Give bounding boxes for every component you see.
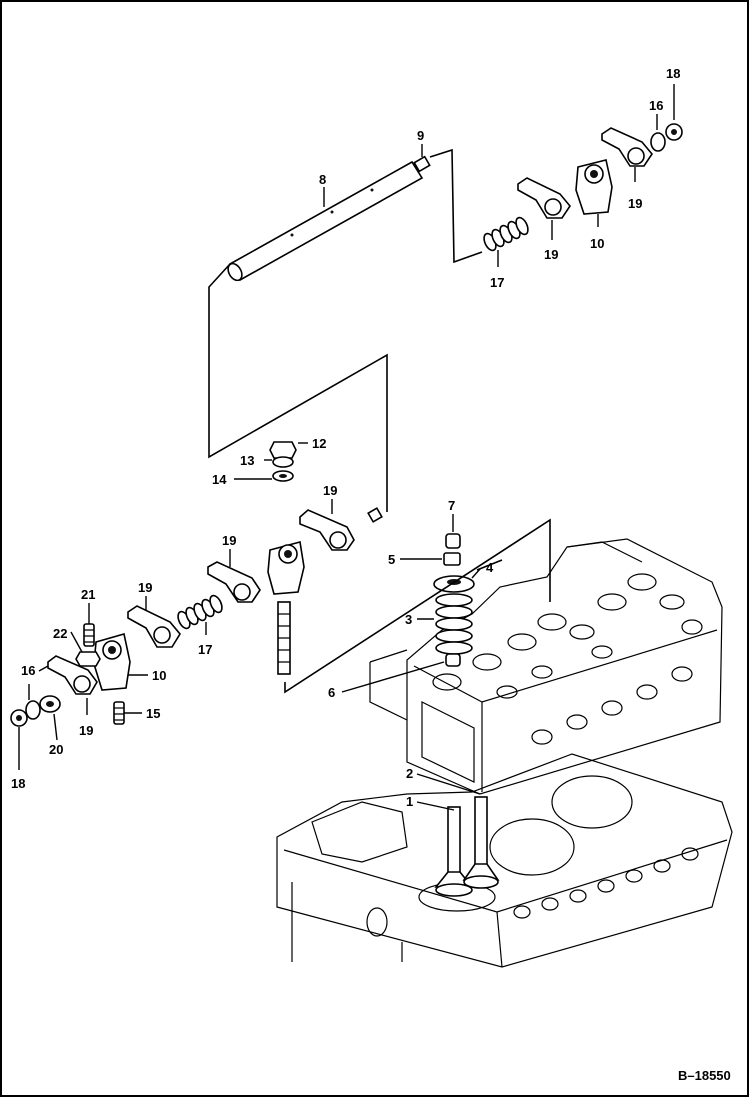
callout-18-right: 18 xyxy=(666,66,680,81)
rocker-shaft-8 xyxy=(227,160,424,282)
clip-18-left xyxy=(10,709,28,727)
callout-10-left: 10 xyxy=(152,668,166,683)
callout-17-left: 17 xyxy=(198,642,212,657)
nut-12 xyxy=(269,441,297,459)
rocker-bracket-10-left xyxy=(93,632,131,691)
washer-16-right xyxy=(650,132,666,152)
callout-2: 2 xyxy=(406,766,413,781)
washer-14 xyxy=(272,470,294,482)
callout-17-right: 17 xyxy=(490,275,504,290)
callout-21: 21 xyxy=(81,587,95,602)
spring-retainer-4 xyxy=(433,575,475,593)
callout-18-left: 18 xyxy=(11,776,25,791)
callout-19-mid: 19 xyxy=(222,533,236,548)
callout-15: 15 xyxy=(146,706,160,721)
clip-18-right xyxy=(665,123,683,141)
valve-exhaust xyxy=(434,806,474,897)
callout-19-right-a: 19 xyxy=(544,247,558,262)
cylinder-head xyxy=(369,538,723,795)
assembly-guide-lines xyxy=(208,148,551,694)
rocker-bracket-mid xyxy=(267,540,305,595)
callout-labels: 9 8 18 16 19 10 19 17 12 13 14 19 7 5 4 … xyxy=(11,66,680,809)
callout-13: 13 xyxy=(240,453,254,468)
rocker-arm-left-a xyxy=(127,605,181,648)
spring-17-left xyxy=(177,594,223,630)
valve-intake xyxy=(462,796,500,889)
callout-19-left-a: 19 xyxy=(138,580,152,595)
callout-16-right: 16 xyxy=(649,98,663,113)
rocker-arm-mid xyxy=(207,561,261,603)
washer-16-left xyxy=(25,700,41,720)
rocker-arm-left-b xyxy=(47,655,98,695)
callout-3: 3 xyxy=(405,612,412,627)
callout-19-left-b: 19 xyxy=(79,723,93,738)
spring-17-right xyxy=(483,216,529,252)
callout-20: 20 xyxy=(49,742,63,757)
adjust-screw-21 xyxy=(83,623,95,647)
cylinder-block xyxy=(276,753,733,968)
plug-9 xyxy=(413,155,431,173)
spring-15 xyxy=(113,701,125,725)
callout-19-right-b: 19 xyxy=(628,196,642,211)
washer-13 xyxy=(272,456,294,468)
callout-8: 8 xyxy=(319,172,326,187)
callout-9: 9 xyxy=(417,128,424,143)
nut-22 xyxy=(75,651,101,667)
valve-seal-6 xyxy=(445,653,461,667)
callout-4: 4 xyxy=(486,560,494,575)
callout-12: 12 xyxy=(312,436,326,451)
rocker-arm-right-a xyxy=(517,177,571,219)
leader-lines xyxy=(18,84,675,811)
callout-10-right: 10 xyxy=(590,236,604,251)
callout-5: 5 xyxy=(388,552,395,567)
collar-20 xyxy=(39,695,61,713)
drawing-reference-number: B–18550 xyxy=(678,1068,731,1083)
rocker-arm-right-b xyxy=(601,127,653,167)
rocker-bracket-10-right xyxy=(575,159,613,215)
callout-22: 22 xyxy=(53,626,67,641)
callout-7: 7 xyxy=(448,498,455,513)
valve-spring-3 xyxy=(435,593,473,655)
callout-1: 1 xyxy=(406,794,413,809)
callout-16-left: 16 xyxy=(21,663,35,678)
collet-5 xyxy=(443,552,461,566)
pushrod-11 xyxy=(277,601,291,675)
callout-14: 14 xyxy=(212,472,227,487)
valve-cap-7 xyxy=(445,533,461,549)
callout-6: 6 xyxy=(328,685,335,700)
rocker-arm-upper xyxy=(299,507,383,551)
callout-19-upper: 19 xyxy=(323,483,337,498)
